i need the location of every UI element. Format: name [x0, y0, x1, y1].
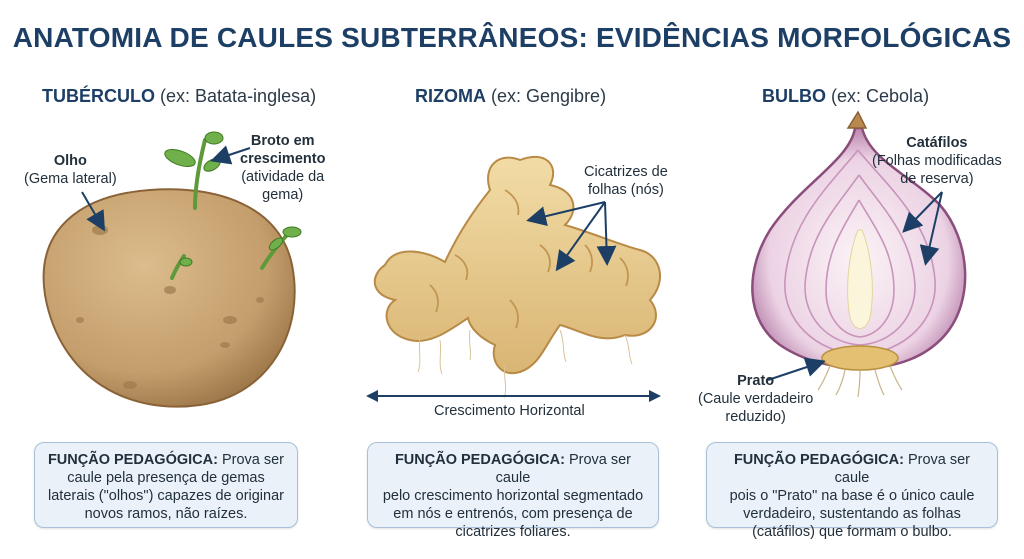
rizoma-box-text-1: Prova ser caule — [495, 452, 632, 486]
ginger-illustration — [373, 155, 661, 399]
potato-illustration — [42, 131, 302, 408]
broto-title-2: crescimento — [240, 151, 326, 167]
olho-annotation: Olho (Gema lateral) — [24, 152, 117, 188]
prato-sub-1: (Caule verdadeiro — [698, 391, 814, 407]
crescimento-horizontal-label: Crescimento Horizontal — [434, 402, 585, 420]
prato-title: Prato — [737, 373, 775, 389]
tuberculo-name: TUBÉRCULO — [42, 86, 155, 106]
broto-sub-2: gema) — [262, 187, 304, 203]
olho-title: Olho — [53, 153, 87, 169]
page-title: ANATOMIA DE CAULES SUBTERRÂNEOS: EVIDÊNC… — [12, 22, 1012, 53]
tuberculo-box-text-2: caule pela presença de gemas — [67, 470, 265, 486]
bulbo-name: BULBO — [762, 86, 826, 106]
cicatrizes-line-1: Cicatrizes de — [584, 164, 668, 180]
broto-title-1: Broto em — [250, 133, 315, 149]
tuberculo-example: (ex: Batata-inglesa) — [160, 86, 317, 106]
rizoma-name: RIZOMA — [415, 86, 486, 106]
tuberculo-box-label: FUNÇÃO PEDAGÓGICA: — [47, 452, 218, 468]
prato-arrow — [767, 357, 826, 381]
cicatrizes-line-2: folhas (nós) — [588, 182, 664, 198]
catafilos-title: Catáfilos — [906, 135, 968, 151]
bulbo-box-text-2: pois o "Prato" na base é o único caule — [729, 488, 975, 504]
crescimento-text: Crescimento Horizontal — [434, 403, 585, 419]
catafilos-arrow-2 — [919, 191, 943, 266]
rizoma-box-text-3: em nós e entrenós, com presença de — [393, 506, 633, 522]
rizoma-function-box: FUNÇÃO PEDAGÓGICA: Prova ser caule pelo … — [367, 442, 659, 540]
rizoma-box-text-4: cicatrizes foliares. — [455, 524, 571, 540]
rizoma-box-text-2: pelo crescimento horizontal segmentado — [382, 488, 644, 504]
broto-sub-1: (atividade da — [241, 169, 325, 185]
broto-arrow — [210, 145, 251, 165]
bulbo-function-box: FUNÇÃO PEDAGÓGICA: Prova ser caule pois … — [706, 442, 998, 540]
rizoma-example: (ex: Gengibre) — [491, 86, 607, 106]
catafilos-arrow-1 — [902, 191, 943, 233]
bulbo-box-text-1: Prova ser caule — [834, 452, 971, 486]
catafilos-sub-2: de reserva) — [900, 171, 974, 187]
bulbo-box-text-3: verdadeiro, sustentando as folhas — [743, 506, 961, 522]
bulbo-example: (ex: Cebola) — [831, 86, 930, 106]
rizoma-header: RIZOMA (ex: Gengibre) — [415, 86, 606, 107]
tuberculo-header: TUBÉRCULO (ex: Batata-inglesa) — [42, 86, 316, 107]
prato-shape — [821, 345, 899, 371]
catafilos-sub-1: (Folhas modificadas — [872, 153, 1002, 169]
cicatriz-arrow-2 — [555, 201, 606, 272]
tuberculo-box-text-4: novos ramos, não raízes. — [84, 506, 248, 522]
olho-arrow — [81, 191, 106, 232]
olho-sub: (Gema lateral) — [24, 171, 117, 187]
bulbo-header: BULBO (ex: Cebola) — [762, 86, 929, 107]
cicatriz-arrow-3 — [596, 201, 617, 266]
bulbo-box-label: FUNÇÃO PEDAGÓGICA: — [733, 452, 904, 468]
tuberculo-box-text-3: laterais ("olhos") capazes de originar — [48, 488, 284, 504]
catafilos-annotation: Catáfilos (Folhas modificadas de reserva… — [872, 134, 1002, 188]
horizontal-growth-arrowheads — [366, 390, 661, 402]
cicatrizes-annotation: Cicatrizes de folhas (nós) — [584, 163, 668, 199]
tuberculo-function-box: FUNÇÃO PEDAGÓGICA: Prova ser caule pela … — [34, 442, 298, 528]
annotation-arrows — [81, 145, 943, 397]
cicatriz-arrow-1 — [526, 201, 606, 226]
prato-sub-2: reduzido) — [725, 409, 786, 425]
prato-annotation: Prato (Caule verdadeiro reduzido) — [698, 372, 813, 426]
tuberculo-box-text-1: Prova ser — [217, 452, 285, 468]
rizoma-box-label: FUNÇÃO PEDAGÓGICA: — [394, 452, 565, 468]
broto-annotation: Broto em crescimento (atividade da gema) — [240, 132, 325, 204]
bulbo-box-text-4: (catáfilos) que formam o bulbo. — [752, 524, 952, 540]
